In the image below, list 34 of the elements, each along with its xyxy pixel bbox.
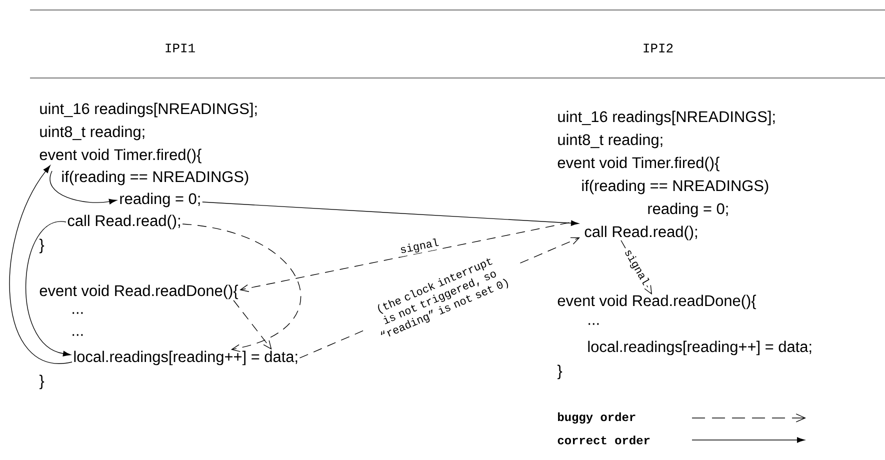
code-line: ... [72,334,83,336]
arrow [50,170,117,204]
arrow [233,300,272,350]
code-line: reading = 0; [120,192,200,208]
code-line: uint8_t reading; [558,134,662,148]
column-header: IPI1 [166,44,195,52]
code-line: reading = 0; [648,202,728,218]
code-line: uint_16 readings[NREADINGS]; [40,102,257,118]
code-line: uint_16 readings[NREADINGS]; [558,110,775,126]
arrow [202,202,579,226]
code-line: ... [72,312,83,314]
code-line: call Read.read(); [584,226,697,240]
code-line: if(reading == NREADINGS) [582,180,768,194]
arrow [182,224,302,352]
arrow [240,222,570,292]
code-line: ... [588,323,599,325]
code-line: if(reading == NREADINGS) [62,170,248,186]
code-line: event void Read.readDone(){ [40,284,238,300]
arrow [26,222,71,356]
code-line: local.readings[reading++] = data; [588,340,812,356]
code-line: event void Timer.fired(){ [40,148,202,164]
edge-label: signal [400,238,439,254]
legend-text: buggy order [558,412,636,424]
code-line: } [39,238,44,254]
code-line: uint8_t reading; [40,126,144,140]
code-line: event void Read.readDone(){ [558,294,756,310]
code-line: } [39,374,44,390]
code-line: call Read.read(); [68,214,180,230]
code-line: local.readings[reading++] = data; [74,350,298,366]
code-line: } [557,364,562,380]
code-line: event void Timer.fired(){ [558,156,720,172]
arrow [9,165,72,364]
column-header: IPI2 [644,44,673,52]
legend-text: correct order [558,436,650,444]
